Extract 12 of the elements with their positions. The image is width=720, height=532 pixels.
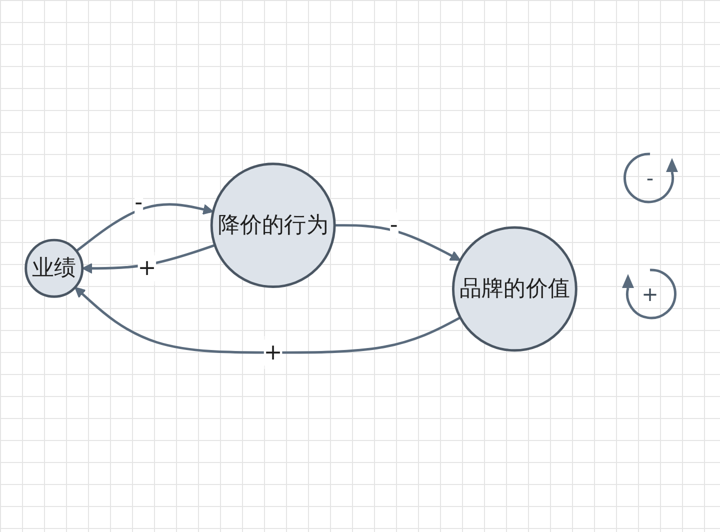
edge-label: - [390,212,398,238]
node-circle: 品牌的价值 [452,226,578,352]
edge-label: + [264,339,282,365]
edge-label: - [134,190,143,216]
node-circle: 业绩 [24,238,84,298]
edge-label: + [138,254,156,281]
arrow [334,224,461,260]
loop-polarity-sign: - [646,168,654,188]
loop-polarity-sign: + [642,284,658,304]
arrow [74,286,461,354]
node-circle: 降价的行为 [210,162,336,288]
arrow [76,202,214,252]
